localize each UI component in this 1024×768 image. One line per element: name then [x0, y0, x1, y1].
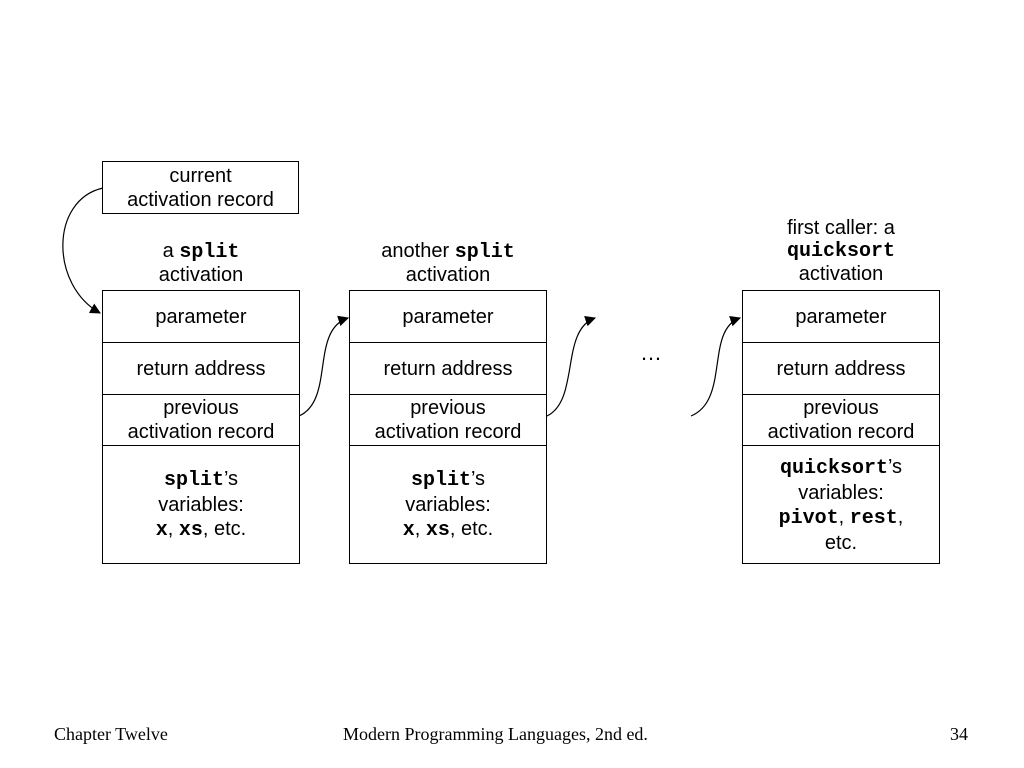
- record-3-vars-suffix: ’s: [887, 455, 903, 478]
- record-3-header: first caller: a quicksort activation: [742, 217, 940, 286]
- record-2-var-b: xs: [425, 518, 450, 542]
- record-3-previous-line1: previous: [803, 397, 879, 419]
- record-2-header-line2: activation: [405, 264, 491, 286]
- record-1-var-b: xs: [178, 518, 203, 542]
- record-2-header-prefix: another: [381, 240, 455, 262]
- record-2-return-address: return address: [350, 342, 546, 394]
- link-arrow-1: [298, 315, 350, 417]
- record-3-previous: previous activation record: [743, 394, 939, 445]
- record-3-var-b: rest: [849, 506, 898, 530]
- record-1-var-a: x: [155, 518, 168, 542]
- current-label-line2: activation record: [127, 188, 274, 211]
- record-3-parameter: parameter: [795, 305, 887, 328]
- record-2-header-code: split: [454, 241, 515, 264]
- record-2-previous: previous activation record: [350, 394, 546, 445]
- current-activation-record-box: current activation record: [102, 161, 299, 214]
- footer-left: Chapter Twelve: [54, 724, 168, 744]
- record-1-vars-code: split: [163, 468, 224, 492]
- record-2-parameter: parameter: [402, 305, 494, 328]
- record-2-var-a: x: [402, 518, 415, 542]
- record-1-header-prefix: a: [162, 240, 180, 262]
- footer-center: Modern Programming Languages, 2nd ed.: [343, 724, 648, 744]
- record-1-header-line2: activation: [158, 264, 244, 286]
- record-3-variables: quicksort’s variables: pivot, rest, etc.: [743, 445, 939, 563]
- ellipsis: …: [640, 340, 662, 365]
- record-2-variables: split’s variables: x, xs, etc.: [350, 445, 546, 563]
- record-1-parameter: parameter: [155, 305, 247, 328]
- record-2-previous-line2: activation record: [374, 421, 522, 443]
- current-pointer-arrow: [62, 187, 104, 314]
- record-1-previous-line2: activation record: [127, 421, 275, 443]
- record-1-header: a split activation: [102, 240, 300, 287]
- activation-record-3: parameter return address previous activa…: [742, 290, 940, 564]
- record-3-previous-line2: activation record: [767, 421, 915, 443]
- record-1-vars-suffix: ’s: [223, 467, 239, 490]
- activation-record-1: parameter return address previous activa…: [102, 290, 300, 564]
- record-2-previous-line1: previous: [410, 397, 486, 419]
- link-arrow-3: [690, 316, 742, 417]
- record-1-previous: previous activation record: [103, 394, 299, 445]
- activation-record-2: parameter return address previous activa…: [349, 290, 547, 564]
- record-2-vars-tail: , etc.: [449, 517, 494, 540]
- record-1-vars-line2: variables:: [158, 493, 244, 516]
- record-3-sep2: ,: [897, 505, 904, 528]
- record-3-vars-code: quicksort: [779, 456, 888, 480]
- record-2-vars-suffix: ’s: [470, 467, 486, 490]
- current-label-line1: current: [169, 164, 232, 187]
- record-3-header-line1: first caller: a: [787, 217, 895, 239]
- record-1-return-address: return address: [103, 342, 299, 394]
- record-1-vars-tail: , etc.: [202, 517, 247, 540]
- record-2-header: another split activation: [349, 240, 547, 287]
- footer-page-number: 34: [950, 724, 968, 744]
- record-1-previous-line1: previous: [163, 397, 239, 419]
- record-1-header-code: split: [179, 241, 240, 264]
- record-3-vars-line2: variables:: [798, 481, 884, 504]
- record-2-vars-line2: variables:: [405, 493, 491, 516]
- record-3-var-a: pivot: [778, 506, 839, 530]
- record-3-header-code: quicksort: [786, 240, 896, 263]
- record-1-variables: split’s variables: x, xs, etc.: [103, 445, 299, 563]
- record-3-vars-tail: etc.: [824, 531, 858, 554]
- record-2-sep: ,: [414, 517, 426, 540]
- record-3-sep: ,: [838, 505, 850, 528]
- record-1-sep: ,: [167, 517, 179, 540]
- record-3-header-line3: activation: [798, 263, 884, 285]
- record-3-return-address: return address: [743, 342, 939, 394]
- link-arrow-2: [546, 316, 597, 417]
- record-2-vars-code: split: [410, 468, 471, 492]
